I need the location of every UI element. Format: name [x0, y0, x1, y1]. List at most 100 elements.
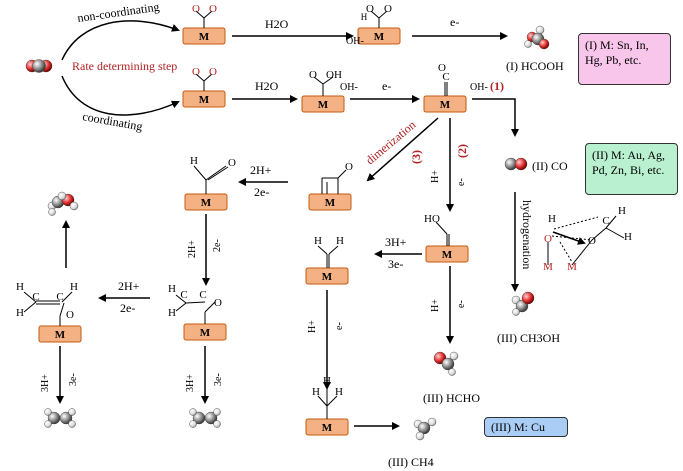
metal-box-group-2: (II) M: Au, Ag, Pd, Zn, Bi, etc.	[585, 143, 678, 195]
hcho-label: (III) HCHO	[423, 391, 480, 405]
oh-label-2: OH-	[340, 82, 358, 93]
svg-text:C: C	[602, 215, 609, 227]
svg-text:O: O	[366, 3, 374, 15]
svg-text:C: C	[199, 289, 206, 301]
reaction-arrows	[56, 20, 586, 430]
svg-text:H: H	[548, 213, 556, 225]
coordinating-label: coordinating	[81, 109, 143, 133]
e-label-3: e-	[456, 178, 467, 186]
ethylene-molecule-2	[189, 408, 221, 428]
hcooh-label: (I) HCOOH	[506, 59, 564, 73]
svg-text:C: C	[180, 289, 187, 301]
metal-label: M	[55, 329, 66, 341]
svg-text:O: O	[588, 235, 596, 247]
metal-label: M	[322, 422, 333, 434]
3e-label-2: 3e-	[68, 373, 79, 386]
metal-boxes	[38, 27, 469, 436]
hcho-molecule	[433, 351, 459, 376]
svg-text:H: H	[168, 307, 176, 319]
svg-text:HO: HO	[424, 213, 440, 225]
metal-label: M	[325, 197, 336, 209]
ch3oh-label: (III) CH3OH	[497, 331, 560, 345]
metal-site	[308, 193, 352, 211]
metal-label: M	[200, 327, 211, 339]
svg-text:O: O	[438, 62, 446, 74]
svg-text:O: O	[309, 69, 317, 81]
e-label-1: e-	[450, 15, 459, 29]
metal-label: M	[318, 99, 329, 111]
svg-text:C: C	[56, 291, 63, 303]
svg-text:C: C	[32, 291, 39, 303]
metal-label: M	[199, 94, 210, 106]
e-label-4: e-	[456, 300, 467, 308]
2e-label-1: 2e-	[254, 185, 269, 199]
2h-plus-label-1: 2H+	[250, 163, 272, 177]
2e-label-3: 2e-	[120, 301, 135, 315]
ethanol-molecule	[47, 191, 79, 216]
svg-text:O: O	[345, 161, 353, 173]
ch4-molecule	[413, 417, 437, 441]
metal-labels: M M M M M M M M M M M M	[55, 31, 453, 434]
co-label: (II) CO	[532, 159, 568, 173]
3h-plus-label-3: 3H+	[185, 374, 196, 392]
svg-text:O: O	[214, 297, 222, 309]
product-labels: (I) HCOOH (II) CO (III) CH3OH (III) HCHO…	[388, 59, 568, 469]
svg-text:H: H	[624, 231, 632, 243]
svg-text:O: O	[192, 3, 200, 15]
svg-text:O: O	[209, 66, 217, 78]
metal-label: M	[322, 271, 333, 283]
3h-plus-label-2: 3H+	[40, 374, 51, 392]
h-plus-label-3: H+	[307, 320, 318, 333]
metal-label: M	[440, 99, 451, 111]
svg-text:H: H	[336, 235, 344, 247]
3e-label-1: 3e-	[388, 257, 403, 271]
rate-determining-label: Rate determining step	[72, 59, 177, 73]
svg-text:O: O	[192, 66, 200, 78]
metal-label: M	[442, 249, 453, 261]
3h-plus-label-1: 3H+	[385, 235, 407, 249]
metal-label: M	[374, 31, 385, 43]
ch3oh-molecule	[511, 291, 535, 316]
e-label-5: e-	[334, 322, 345, 330]
metal-label: M	[199, 31, 210, 43]
metal-box-group-3: (III) M: Cu	[484, 417, 568, 437]
co-molecule	[504, 157, 528, 171]
svg-text:H: H	[168, 283, 176, 295]
ch4-label: (III) CH4	[388, 455, 434, 469]
svg-text:H: H	[16, 281, 24, 293]
oh-label-3: OH-	[470, 82, 488, 93]
2h-plus-label-2: 2H+	[187, 240, 198, 258]
svg-text:H: H	[16, 307, 24, 319]
svg-text:H: H	[312, 386, 320, 398]
svg-text:O: O	[384, 3, 392, 15]
route-3-label: (3)	[409, 150, 423, 164]
svg-text:H: H	[190, 155, 198, 167]
3e-label-3: 3e-	[213, 373, 224, 386]
h2o-label-1: H2O	[265, 17, 289, 31]
svg-text:O: O	[209, 3, 217, 15]
svg-text:O: O	[544, 233, 552, 245]
oh-label-1: OH-	[346, 36, 364, 47]
svg-text:H: H	[70, 281, 78, 293]
molecules	[25, 25, 550, 441]
svg-text:O: O	[228, 157, 236, 169]
svg-text:C: C	[442, 71, 449, 83]
hcooh-molecule	[524, 25, 550, 50]
hydrogenation-label: hydrogenation	[520, 200, 534, 269]
h-plus-label-1: H+	[430, 170, 441, 183]
svg-text:H: H	[314, 235, 322, 247]
metal-box-group-1: (I) M: Sn, In, Hg, Pb, etc.	[578, 33, 671, 85]
svg-text:M: M	[543, 261, 553, 273]
co2-molecule	[25, 59, 53, 73]
route-2-label: (2)	[455, 144, 469, 158]
svg-text:M: M	[567, 261, 577, 273]
metal-label: M	[201, 197, 212, 209]
svg-text:H: H	[618, 205, 626, 217]
pathway-labels: non-coordinating coordinating Rate deter…	[40, 0, 534, 392]
e-label-2: e-	[382, 79, 391, 93]
2e-label-2: 2e-	[212, 239, 223, 252]
2h-plus-label-3: 2H+	[118, 279, 140, 293]
svg-text:O: O	[66, 309, 74, 321]
